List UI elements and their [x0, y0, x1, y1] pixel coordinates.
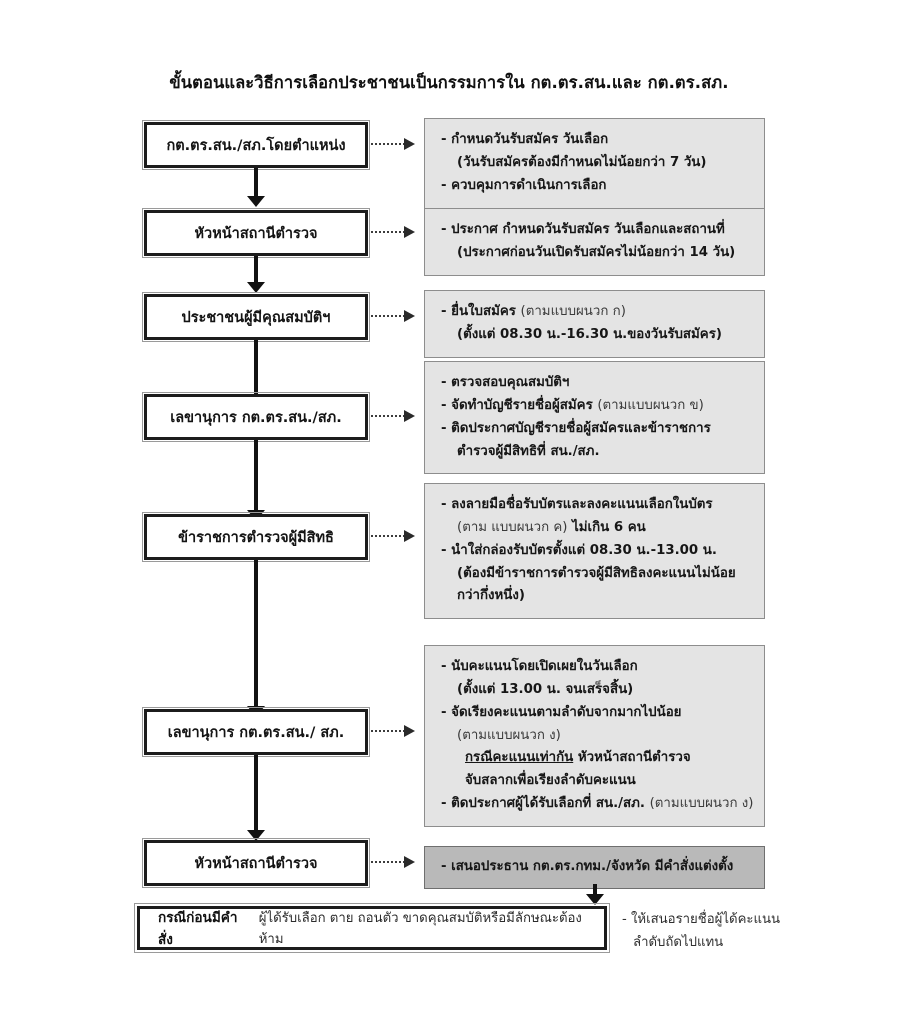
connector-step-2-to-note [371, 226, 415, 239]
flow-box-step-5[interactable]: ข้าราชการตำรวจผู้มีสิทธิ [142, 512, 370, 562]
arrowhead-icon [247, 196, 265, 207]
connector-step-1-to-note [371, 138, 415, 151]
connector-step-5-to-note [371, 530, 415, 543]
connector-line-3-4 [254, 340, 258, 400]
flow-box-step-1[interactable]: กต.ตร.สน./สภ.โดยตำแหน่ง [142, 120, 370, 170]
connector-line-4-5 [254, 440, 258, 512]
connector-line-7-bottom [593, 884, 597, 898]
arrowhead-icon [247, 282, 265, 293]
dotted-line [371, 231, 405, 233]
connector-step-4-to-note [371, 410, 415, 423]
connector-step-7-to-note [371, 856, 415, 869]
note-line: - จัดเรียงคะแนนตามลำดับจากมากไปน้อย [441, 704, 682, 720]
note-box-step-5: - ลงลายมือชื่อรับบัตรและลงคะแนนเลือกในบั… [424, 483, 765, 620]
note-subtext: (ตามแบบผนวก ก) [520, 304, 626, 319]
note-box-step-1: - กำหนดวันรับสมัคร วันเลือก (วันรับสมัคร… [424, 118, 765, 209]
connector-line-1-2 [254, 168, 258, 198]
note-box-step-2: - ประกาศ กำหนดวันรับสมัคร วันเลือกและสถา… [424, 208, 765, 276]
note-line: กว่ากึ่งหนึ่ง) [457, 588, 525, 604]
note-subtext: (ตามแบบผนวก ง) [457, 727, 561, 743]
note-line: (วันรับสมัครต้องมีกำหนดไม่น้อยกว่า 7 วัน… [457, 154, 707, 170]
bottom-condition-box[interactable]: กรณีก่อนมีคำสั่ง ผู้ได้รับเลือก ตาย ถอนต… [134, 903, 610, 953]
note-line: (ตาม แบบผนวก ค) ไม่เกิน 6 คน [441, 517, 750, 540]
note-line: - ควบคุมการดำเนินการเลือก [441, 177, 607, 193]
note-subtext: (ตาม แบบผนวก ค) [457, 519, 568, 535]
note-line: - ลงลายมือชื่อรับบัตรและลงคะแนนเลือกในบั… [441, 497, 713, 512]
bottom-note: - ให้เสนอรายชื่อผู้ได้คะแนน ลำดับถัดไปแท… [622, 908, 872, 954]
bottom-condition-text: ผู้ได้รับเลือก ตาย ถอนตัว ขาดคุณสมบัติหร… [258, 911, 582, 947]
note-line: (ตั้งแต่ 08.30 น.-16.30 น.ของวันรับสมัคร… [457, 326, 722, 342]
note-line: ตำรวจผู้มีสิทธิที่ สน./สภ. [457, 443, 600, 459]
arrowhead-icon [247, 830, 265, 841]
connector-line-5-6 [254, 560, 258, 720]
arrowhead-icon [404, 226, 415, 238]
bottom-note-line-2: ลำดับถัดไปแทน [633, 935, 724, 951]
note-subtext: (ตามแบบผนวก ง) [649, 796, 754, 812]
flow-box-step-6[interactable]: เลขานุการ กต.ตร.สน./ สภ. [142, 707, 370, 757]
note-line: (ตั้งแต่ 13.00 น. จนเสร็จสิ้น) [457, 681, 634, 697]
note-line: - ตรวจสอบคุณสมบัติฯ [441, 375, 570, 390]
dotted-line [371, 861, 405, 863]
flow-box-step-4[interactable]: เลขานุการ กต.ตร.สน./สภ. [142, 392, 370, 442]
bottom-condition-label: กรณีก่อนมีคำสั่ง [158, 910, 238, 948]
note-line: จับสลากเพื่อเรียงลำดับคะแนน [465, 773, 636, 789]
note-line: (ต้องมีข้าราชการตำรวจผู้มีสิทธิลงคะแนนไม… [457, 565, 736, 581]
note-line: - จัดทำบัญชีรายชื่อผู้สมัคร (ตามแบบผนวก … [441, 395, 750, 418]
flow-box-step-7[interactable]: หัวหน้าสถานีตำรวจ [142, 838, 370, 888]
note-text: - ติดประกาศผู้ได้รับเลือกที่ สน./สภ. [441, 796, 650, 812]
note-line: - ติดประกาศผู้ได้รับเลือกที่ สน./สภ. (ตา… [441, 793, 753, 816]
note-line: - ติดประกาศบัญชีรายชื่อผู้สมัครและข้าราช… [441, 420, 711, 436]
flow-box-step-3[interactable]: ประชาชนผู้มีคุณสมบัติฯ [142, 292, 370, 342]
note-line: (ประกาศก่อนวันเปิดรับสมัครไม่น้อยกว่า 14… [457, 244, 736, 260]
connector-step-3-to-note [371, 310, 415, 323]
note-line: - ประกาศ กำหนดวันรับสมัคร วันเลือกและสถา… [441, 222, 725, 237]
note-box-step-3: - ยื่นใบสมัคร (ตามแบบผนวก ก) (ตั้งแต่ 08… [424, 290, 765, 358]
bottom-note-line-1: - ให้เสนอรายชื่อผู้ได้คะแนน [622, 912, 781, 927]
note-box-step-4: - ตรวจสอบคุณสมบัติฯ - จัดทำบัญชีรายชื่อผ… [424, 361, 765, 475]
connector-step-6-to-note [371, 725, 415, 738]
dotted-line [371, 315, 405, 317]
note-text: - จัดทำบัญชีรายชื่อผู้สมัคร [441, 397, 598, 413]
note-line: - ยื่นใบสมัคร (ตามแบบผนวก ก) [441, 301, 750, 324]
arrowhead-icon [404, 410, 415, 422]
note-box-step-7: - เสนอประธาน กต.ตร.กทม./จังหวัด มีคำสั่ง… [424, 846, 765, 889]
note-line: - กำหนดวันรับสมัคร วันเลือก [441, 132, 609, 147]
note-subtext: (ตามแบบผนวก ข) [597, 397, 704, 413]
arrowhead-icon [404, 310, 415, 322]
note-line: กรณีคะแนนเท่ากัน หัวหน้าสถานีตำรวจ [441, 747, 750, 770]
note-text: หัวหน้าสถานีตำรวจ [573, 750, 691, 766]
note-text: ไม่เกิน 6 คน [567, 519, 646, 535]
arrowhead-icon [404, 138, 415, 150]
note-line: - นับคะแนนโดยเปิดเผยในวันเลือก [441, 659, 638, 674]
connector-line-2-3 [254, 256, 258, 284]
note-line: - นำใส่กล่องรับบัตรตั้งแต่ 08.30 น.-13.0… [441, 542, 717, 558]
note-box-step-6: - นับคะแนนโดยเปิดเผยในวันเลือก (ตั้งแต่ … [424, 645, 765, 828]
dotted-line [371, 730, 405, 732]
connector-line-6-7 [254, 755, 258, 833]
dotted-line [371, 415, 405, 417]
arrowhead-icon [404, 530, 415, 542]
dotted-line [371, 535, 405, 537]
arrowhead-icon [404, 856, 415, 868]
dotted-line [371, 143, 405, 145]
arrowhead-icon [586, 894, 604, 905]
note-text: - ยื่นใบสมัคร [441, 304, 521, 319]
note-line: - เสนอประธาน กต.ตร.กทม./จังหวัด มีคำสั่ง… [441, 859, 734, 874]
page-title: ขั้นตอนและวิธีการเลือกประชาชนเป็นกรรมการ… [169, 73, 729, 92]
note-text-underlined: กรณีคะแนนเท่ากัน [465, 750, 574, 766]
note-line: (ตามแบบผนวก ง) [441, 725, 750, 748]
arrowhead-icon [404, 725, 415, 737]
flow-box-step-2[interactable]: หัวหน้าสถานีตำรวจ [142, 208, 370, 258]
